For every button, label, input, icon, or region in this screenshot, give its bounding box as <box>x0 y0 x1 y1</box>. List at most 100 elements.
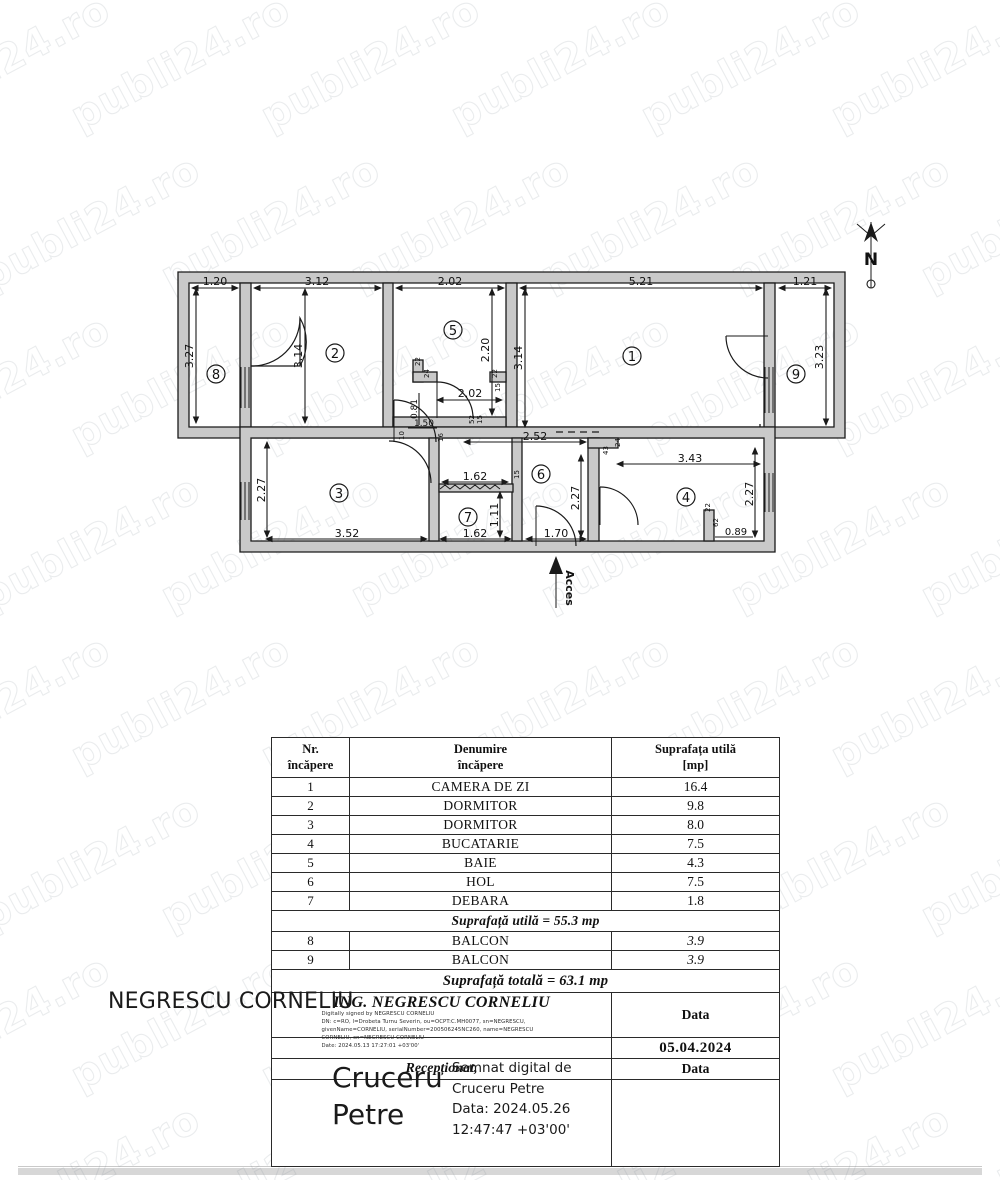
svg-text:15: 15 <box>494 383 502 392</box>
svg-text:1.21: 1.21 <box>793 275 818 288</box>
dim-5-21: 5.21 <box>518 275 764 292</box>
watermark-text: publi24.ro <box>63 946 299 1101</box>
dim-3-14-left: 3.14 <box>292 287 309 425</box>
north-arrow-icon: N <box>856 222 886 289</box>
cell-area: 1.8 <box>611 891 780 912</box>
subtotal-text: Suprafață utilă = 55.3 mp <box>271 910 780 933</box>
header-den-line1: Denumire <box>453 742 508 756</box>
header-nr: Nr. încăpere <box>271 736 350 779</box>
access-arrow-icon: Acces <box>549 556 576 608</box>
header-sup-line2: [mp] <box>682 757 709 772</box>
dim-2-52: 2.52 <box>462 430 588 446</box>
table-row: 7 DEBARA 1.8 <box>271 891 780 912</box>
floor-plan-drawing: .wallfill { fill:#c9c9c9; stroke:#1a1a1a… <box>177 222 886 608</box>
data-value: 05.04.2024 <box>611 1037 780 1060</box>
header-den-line2: încăpere <box>457 757 504 772</box>
svg-text:10: 10 <box>398 431 406 440</box>
svg-text:16: 16 <box>437 433 445 442</box>
watermark-text: publi24.ro <box>0 946 118 1101</box>
dim-1-50: 1.50 <box>408 419 437 429</box>
cell-name: CAMERA DE ZI <box>349 777 612 798</box>
cell-nr: 9 <box>271 950 350 971</box>
dim-2-27-left: 2.27 <box>255 440 271 539</box>
receptionat-signature-cell <box>271 1079 612 1168</box>
cell-nr: 7 <box>271 891 350 912</box>
dim-1-62-top: 1.62 <box>440 470 510 486</box>
cell-nr: 3 <box>271 815 350 836</box>
cell-area: 4.3 <box>611 853 780 874</box>
receptionat-header-row: Recepționat, Data <box>271 1058 780 1081</box>
cell-area: 3.9 <box>611 950 780 971</box>
svg-text:3.52: 3.52 <box>335 527 360 540</box>
svg-text:1.50: 1.50 <box>414 419 434 429</box>
footer-bar <box>18 1168 982 1175</box>
dim-0-89: 0.89 <box>715 527 753 538</box>
svg-text:7: 7 <box>464 511 472 526</box>
svg-text:4: 4 <box>682 491 690 506</box>
svg-text:0.81: 0.81 <box>410 399 420 419</box>
svg-text:2.20: 2.20 <box>479 338 492 363</box>
svg-text:1.20: 1.20 <box>203 275 228 288</box>
header-suprafata: Suprafața utilă [mp] <box>611 736 780 779</box>
svg-text:2.02: 2.02 <box>438 275 463 288</box>
cell-name: DORMITOR <box>349 815 612 836</box>
cell-name: BALCON <box>349 950 612 971</box>
receptionat-date-cell <box>611 1079 780 1168</box>
engineer-signature-row: ING. NEGRESCU CORNELIU Digitally signed … <box>271 992 780 1049</box>
dim-3-52: 3.52 <box>264 527 429 543</box>
watermark-text: publi24.ro <box>823 946 1000 1101</box>
cell-area: 7.5 <box>611 834 780 855</box>
subtotal-row: Suprafață utilă = 55.3 mp <box>271 910 780 933</box>
svg-text:9: 9 <box>792 368 800 383</box>
svg-text:6: 6 <box>537 468 545 483</box>
dim-3-27: 3.27 <box>183 287 200 425</box>
header-denumire: Denumire încăpere <box>349 736 612 779</box>
dim-2-20: 2.20 <box>479 287 496 417</box>
room-marker-2: 2 <box>325 343 345 363</box>
area-table-container: Nr. încăpere Denumire încăpere Suprafața… <box>271 736 780 1168</box>
svg-text:1.70: 1.70 <box>544 527 569 540</box>
svg-text:3.14: 3.14 <box>512 346 525 371</box>
svg-text:52: 52 <box>468 415 476 424</box>
svg-text:0.89: 0.89 <box>725 527 747 538</box>
dim-1-62-bottom: 1.62 <box>438 527 513 543</box>
room-area-table: Nr. încăpere Denumire încăpere Suprafața… <box>271 736 780 1168</box>
svg-text:2.02: 2.02 <box>458 387 483 400</box>
dim-2-02-lower: 2.02 <box>435 387 504 404</box>
cell-area: 3.9 <box>611 931 780 952</box>
cell-area: 16.4 <box>611 777 780 798</box>
svg-text:24: 24 <box>614 438 622 447</box>
table-row: 4 BUCATARIE 7.5 <box>271 834 780 855</box>
cell-name: DEBARA <box>349 891 612 912</box>
room-marker-7: 7 <box>458 507 478 527</box>
data-label: Data <box>611 992 780 1039</box>
svg-text:62: 62 <box>712 518 720 527</box>
room-marker-3: 3 <box>329 483 349 503</box>
dim-2-27-hol: 2.27 <box>569 453 585 539</box>
cell-nr: 1 <box>271 777 350 798</box>
svg-text:2.27: 2.27 <box>743 482 756 507</box>
dim-1-20: 1.20 <box>190 275 240 292</box>
header-sup-line1: Suprafața utilă <box>655 742 736 756</box>
svg-text:22: 22 <box>414 357 422 366</box>
receptionat-data-label: Data <box>611 1058 780 1081</box>
dim-1-11: 1.11 <box>488 490 504 539</box>
dim-1-70: 1.70 <box>524 527 588 543</box>
table-row: 3 DORMITOR 8.0 <box>271 815 780 836</box>
engineer-stamp: ING. NEGRESCU CORNELIU Digitally signed … <box>322 994 562 1050</box>
svg-text:3.12: 3.12 <box>305 275 330 288</box>
dim-2-02-top: 2.02 <box>394 275 506 292</box>
svg-text:1.11: 1.11 <box>488 503 501 528</box>
svg-text:3.23: 3.23 <box>813 345 826 370</box>
cell-nr: 5 <box>271 853 350 874</box>
signature-details-cruceru: Semnat digital de Cruceru Petre Data: 20… <box>452 1060 572 1138</box>
room-marker-6: 6 <box>531 464 551 484</box>
table-row: 2 DORMITOR 9.8 <box>271 796 780 817</box>
header-nr-line2: încăpere <box>287 757 334 772</box>
svg-text:1.62: 1.62 <box>463 527 488 540</box>
svg-text:22: 22 <box>704 503 712 512</box>
table-row: 1 CAMERA DE ZI 16.4 <box>271 777 780 798</box>
svg-text:N: N <box>864 250 878 270</box>
room-marker-5: 5 <box>443 320 463 340</box>
cell-nr: 4 <box>271 834 350 855</box>
